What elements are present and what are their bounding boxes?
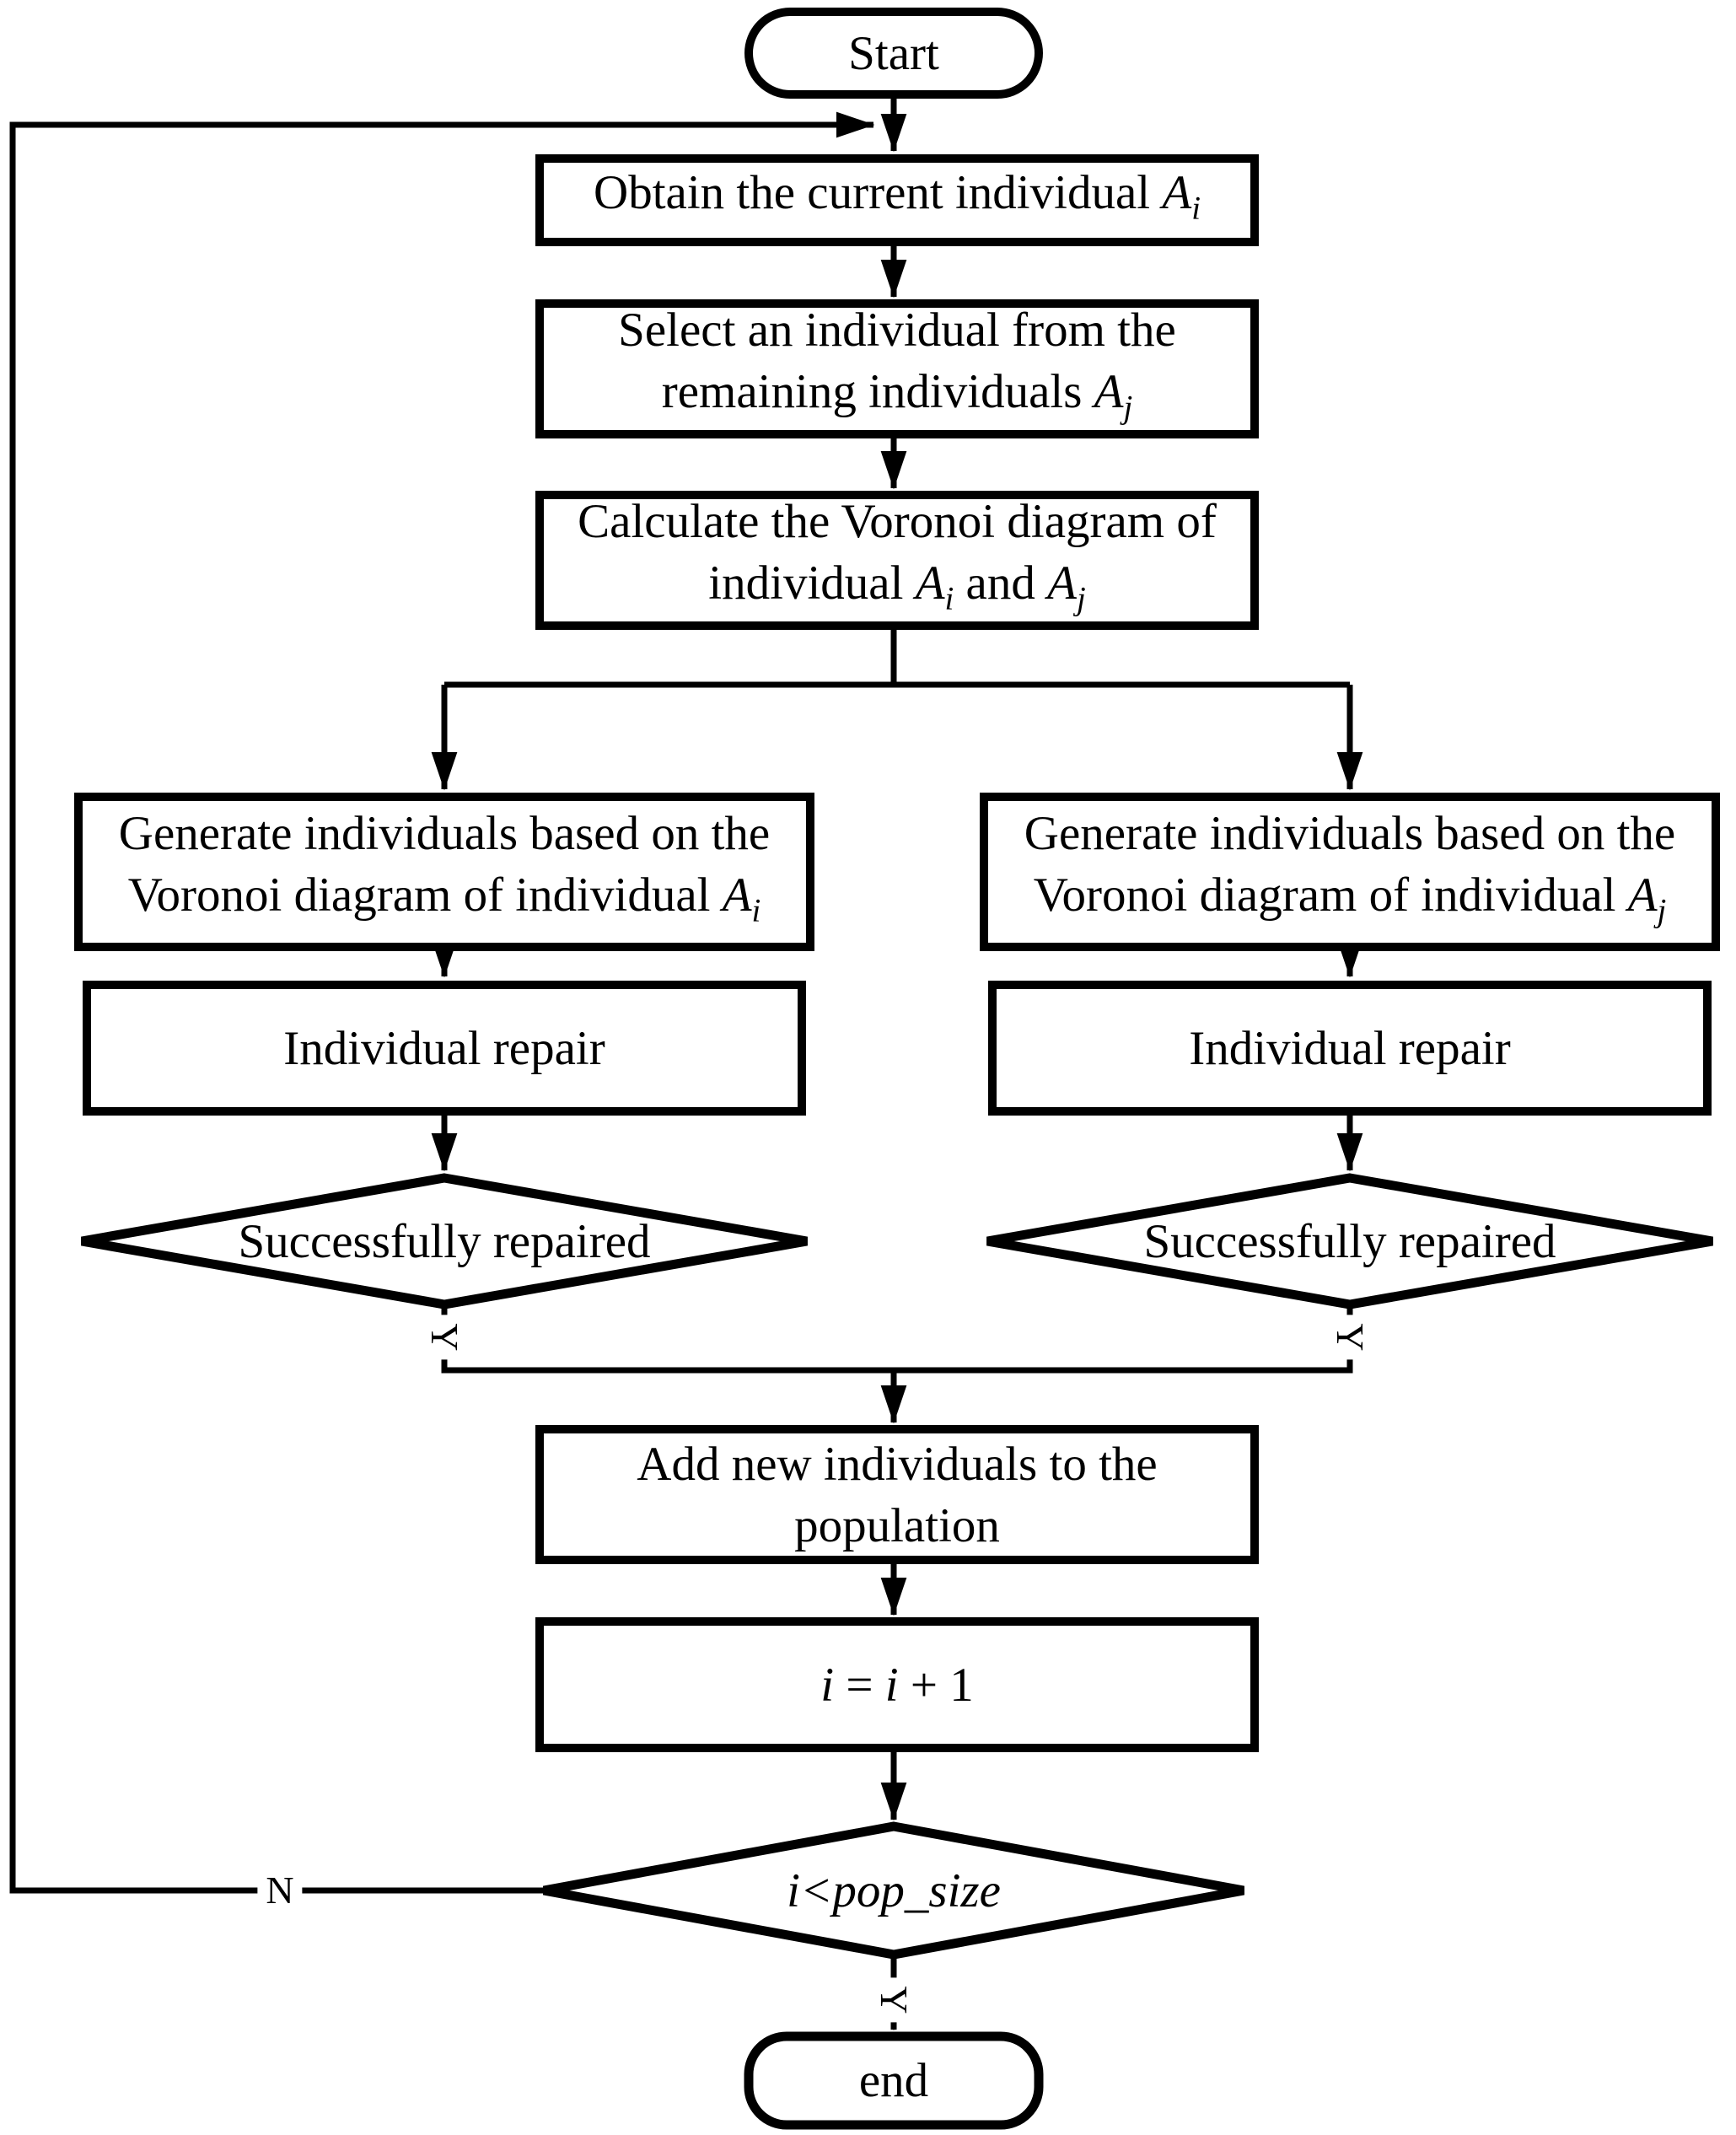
add-box-shape [535, 1425, 1259, 1564]
check-left-diamond-shape [81, 1173, 808, 1310]
yes-label-left: Y [423, 1315, 466, 1360]
end-terminal-shape [744, 2031, 1044, 2130]
check-right-diamond-shape [986, 1173, 1713, 1310]
select-box-shape [535, 299, 1259, 438]
increment-box-shape [535, 1617, 1259, 1752]
yes-label-end: Y [873, 1977, 916, 2023]
repair-left-box-shape [83, 981, 806, 1116]
obtain-box-shape [535, 154, 1259, 246]
repair-right-box-shape [988, 981, 1712, 1116]
calc-box-shape [535, 491, 1259, 630]
edge-split-trunk [444, 626, 1350, 688]
loopcheck-diamond-shape [543, 1821, 1244, 1960]
yes-label-right: Y [1329, 1315, 1372, 1360]
no-label: N [257, 1869, 303, 1912]
generate-left-box-shape [74, 793, 814, 951]
start-terminal-shape [744, 8, 1043, 99]
edge-yes-merge [441, 1304, 1353, 1374]
generate-right-box-shape [980, 793, 1720, 951]
